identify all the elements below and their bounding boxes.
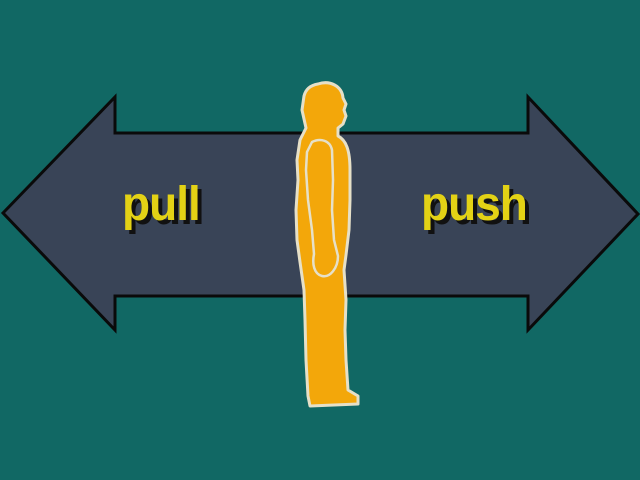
pull-label: pull [122, 175, 201, 231]
person-silhouette-icon [294, 81, 360, 408]
push-label: push [421, 175, 528, 231]
